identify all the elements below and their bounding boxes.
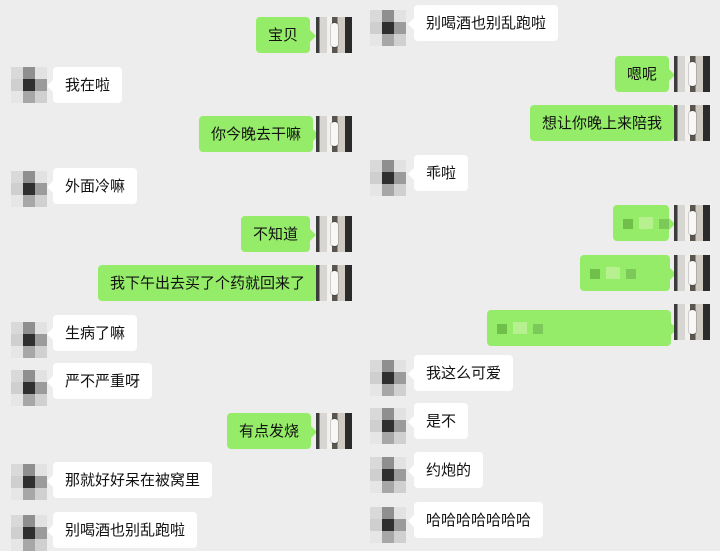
message-bubble-outgoing[interactable]: 不知道 [241, 216, 317, 252]
pixelated-avatar-icon[interactable] [370, 408, 406, 444]
message-bubble-outgoing[interactable]: 我下午出去买了个药就回来了 [98, 265, 324, 301]
photo-avatar-icon[interactable] [674, 304, 710, 340]
message-bubble-incoming[interactable]: 那就好好呆在被窝里 [46, 462, 213, 498]
photo-avatar-icon[interactable] [316, 216, 352, 252]
message-bubble-outgoing[interactable]: 嗯呢 [615, 56, 676, 92]
blurred-message-bubble[interactable] [580, 255, 676, 291]
message-bubble-outgoing[interactable]: 你今晚去干嘛 [199, 116, 320, 152]
message-bubble-incoming[interactable]: 乖啦 [407, 155, 469, 191]
message-bubble-outgoing[interactable]: 想让你晚上来陪我 [530, 105, 681, 141]
message-bubble-incoming[interactable]: 哈哈哈哈哈哈哈 [407, 502, 544, 538]
message-bubble-incoming[interactable]: 严不严重呀 [46, 363, 153, 399]
message-bubble-incoming[interactable]: 我在啦 [46, 67, 123, 103]
pixelated-avatar-icon[interactable] [370, 507, 406, 543]
pixelated-avatar-icon[interactable] [370, 10, 406, 46]
blurred-message-bubble[interactable] [487, 310, 677, 346]
photo-avatar-icon[interactable] [316, 116, 352, 152]
message-bubble-incoming[interactable]: 别喝酒也别乱跑啦 [407, 5, 559, 41]
photo-avatar-icon[interactable] [316, 413, 352, 449]
message-bubble-incoming[interactable]: 约炮的 [407, 452, 484, 488]
pixelated-avatar-icon[interactable] [11, 322, 47, 358]
message-bubble-outgoing[interactable]: 宝贝 [256, 17, 317, 53]
pixelated-avatar-icon[interactable] [370, 457, 406, 493]
pixelated-avatar-icon[interactable] [11, 370, 47, 406]
photo-avatar-icon[interactable] [316, 265, 352, 301]
photo-avatar-icon[interactable] [674, 56, 710, 92]
photo-avatar-icon[interactable] [674, 105, 710, 141]
message-bubble-incoming[interactable]: 别喝酒也别乱跑啦 [46, 512, 198, 548]
pixelated-avatar-icon[interactable] [11, 171, 47, 207]
photo-avatar-icon[interactable] [316, 17, 352, 53]
message-bubble-incoming[interactable]: 我这么可爱 [407, 355, 514, 391]
photo-avatar-icon[interactable] [674, 255, 710, 291]
message-bubble-incoming[interactable]: 是不 [407, 403, 469, 439]
pixelated-avatar-icon[interactable] [11, 515, 47, 551]
pixelated-avatar-icon[interactable] [11, 464, 47, 500]
message-bubble-incoming[interactable]: 外面冷嘛 [46, 168, 138, 204]
pixelated-avatar-icon[interactable] [370, 360, 406, 396]
pixelated-avatar-icon[interactable] [11, 67, 47, 103]
message-bubble-outgoing[interactable]: 有点发烧 [227, 413, 318, 449]
blurred-message-bubble[interactable] [613, 205, 675, 241]
pixelated-avatar-icon[interactable] [370, 160, 406, 196]
photo-avatar-icon[interactable] [674, 205, 710, 241]
message-bubble-incoming[interactable]: 生病了嘛 [46, 315, 138, 351]
